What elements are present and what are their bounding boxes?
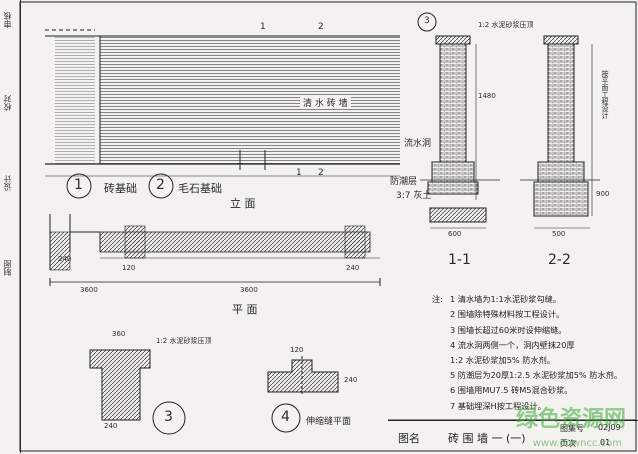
callout-number: 2: [156, 177, 165, 193]
section-mark: 1: [260, 22, 266, 32]
notes-block: 注: 1 清水墙为1:1水泥砂浆勾缝。 2 围墙除特殊材料按工程设计。 3 围墙…: [432, 292, 622, 414]
note-item: 4 流水洞两侧一个，洞内壁抹20厚: [450, 339, 575, 350]
detail-number: 3: [164, 409, 173, 425]
section-mark: 2: [318, 22, 324, 32]
side-note: 流水洞: [404, 139, 432, 149]
detail-number: 3: [424, 16, 430, 26]
page-label: 页次: [560, 439, 576, 448]
note-item: 7 基础埋深H按工程设计。: [450, 400, 546, 411]
dim-text: 240: [346, 264, 360, 272]
side-note: 防潮层: [390, 177, 418, 187]
elevation-title: 立 面: [230, 197, 256, 210]
dim-text: 120: [290, 346, 304, 354]
dim-text: 3600: [80, 286, 98, 294]
section-mark: 2: [318, 168, 324, 178]
dim-text: 240: [104, 422, 118, 430]
callout-number: 1: [74, 177, 83, 193]
dim-text: 240: [58, 255, 72, 263]
section-label: 2-2: [548, 252, 571, 268]
dim-text: 3600: [240, 286, 258, 294]
detail-label: 伸缩缝平面: [306, 417, 352, 427]
section-label: 1-1: [448, 252, 471, 268]
watermark-text: 绿色资源网: [515, 407, 626, 432]
sheet-label: 图集号: [560, 424, 584, 433]
sheet-number: 02J09: [598, 423, 621, 432]
notes-heading: 注:: [432, 294, 443, 304]
detail-number: 4: [281, 409, 290, 425]
wall-label: 清 水 砖 墙: [300, 96, 351, 109]
coping-note: 1:2 水泥砂浆压顶: [156, 337, 212, 345]
dim-text: 240: [344, 376, 358, 384]
dim-text: 120: [122, 264, 136, 272]
callout-label: 砖基础: [104, 182, 137, 195]
dim-text: 500: [552, 230, 566, 238]
page-number: 01: [600, 438, 611, 447]
note-item: 6 围墙用MU7.5 砖M5混合砂浆。: [450, 385, 573, 396]
dim-text: 360: [112, 330, 126, 338]
plan-title: 平 面: [232, 303, 258, 316]
callout-label: 毛石基础: [178, 182, 222, 195]
note-item: 1:2 水泥砂浆加5% 防水剂。: [450, 355, 556, 366]
dim-text: 1480: [478, 92, 496, 100]
note-item: 3 围墙长超过60米时设伸缩缝。: [450, 324, 567, 335]
section-mark: 1: [296, 168, 302, 178]
coping-note: 1:2 水泥砂浆压顶: [478, 21, 534, 29]
dim-text: 900: [596, 190, 610, 198]
note-item: 5 防潮层为20厚1:2.5 水泥砂浆加5% 防水剂。: [450, 370, 623, 381]
title-block: 图名 砖 围 墙 一 (一) 图集号 02J09 页次 01: [388, 420, 638, 454]
side-note: 3:7 灰土: [396, 191, 432, 201]
dim-text: 600: [448, 230, 462, 238]
note-item: 2 围墙除特殊材料按工程设计。: [450, 309, 565, 320]
drawing-name: 砖 围 墙 一 (一): [448, 432, 526, 445]
title-label: 图名: [398, 432, 420, 445]
watermark-url: www.downcc.com: [532, 438, 622, 449]
note-item: 1 清水墙为1:1水泥砂浆勾缝。: [450, 294, 562, 305]
height-note: 按平面工程设计: [601, 70, 609, 119]
